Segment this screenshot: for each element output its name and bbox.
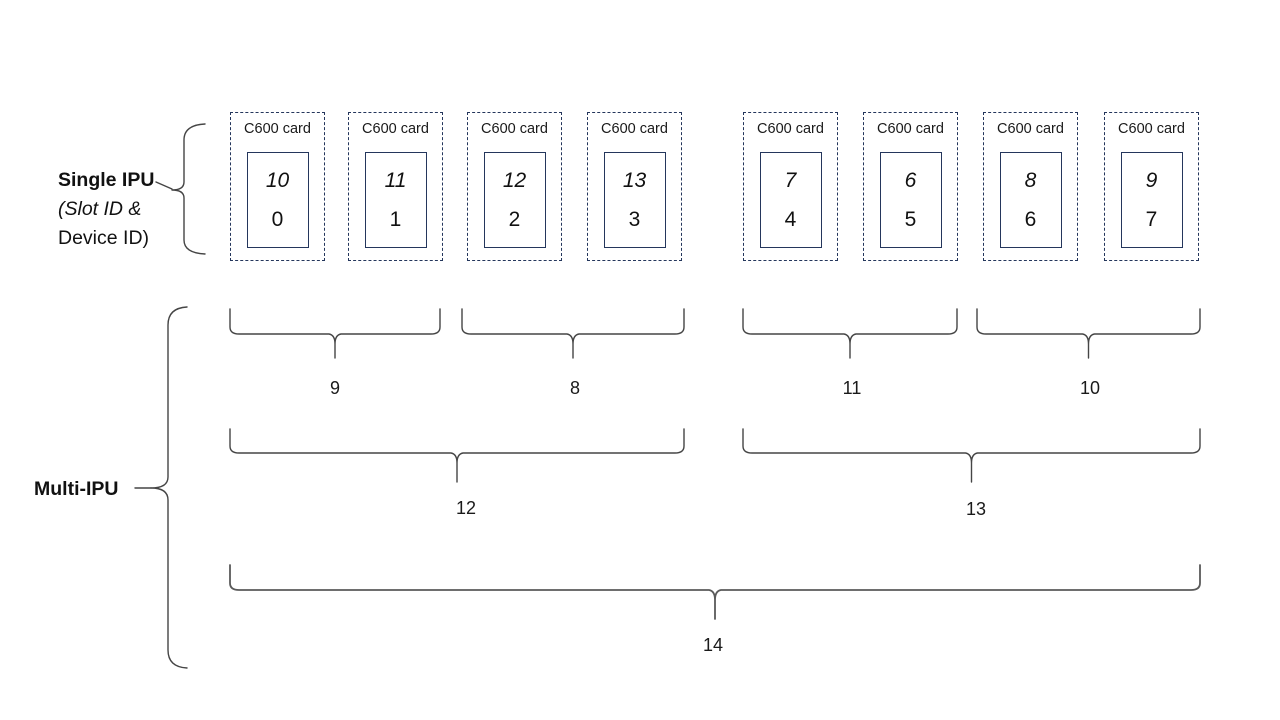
ipu-box: 13 3 — [603, 152, 666, 248]
slot-id: 11 — [384, 169, 407, 193]
c600-card-1: C600 card 10 0 — [230, 112, 325, 261]
brace-cards-5-8 — [742, 428, 1201, 483]
c600-card-7: C600 card 8 6 — [983, 112, 1078, 261]
multi-ipu-id-label-pair-4: 10 — [1079, 378, 1101, 398]
single-ipu-label-line1: Single IPU — [58, 169, 155, 191]
ipu-box: 8 6 — [999, 152, 1062, 248]
device-id: 5 — [904, 207, 917, 231]
multi-ipu-id-label-pair-2: 8 — [569, 378, 581, 398]
multi-ipu-id-label-quad-2: 13 — [965, 499, 987, 519]
device-id: 3 — [628, 207, 641, 231]
card-title: C600 card — [481, 121, 548, 137]
single-ipu-label-line2: (Slot ID & — [58, 198, 142, 220]
c600-card-4: C600 card 13 3 — [587, 112, 682, 261]
multi-ipu-id-label-quad-1: 12 — [455, 498, 477, 518]
multi-ipu-brace — [150, 306, 188, 669]
slot-id: 10 — [265, 169, 290, 193]
c600-card-3: C600 card 12 2 — [467, 112, 562, 261]
brace-cards-1-2 — [229, 308, 441, 359]
card-title: C600 card — [877, 121, 944, 137]
device-id: 0 — [271, 207, 284, 231]
ipu-box: 7 4 — [759, 152, 822, 248]
card-title: C600 card — [244, 121, 311, 137]
multi-ipu-label: Multi-IPU — [34, 478, 119, 500]
single-ipu-brace — [171, 123, 206, 255]
c600-card-2: C600 card 11 1 — [348, 112, 443, 261]
single-ipu-brace-connector — [155, 181, 173, 190]
slot-id: 12 — [502, 169, 527, 193]
device-id: 7 — [1145, 207, 1158, 231]
ipu-box: 11 1 — [364, 152, 427, 248]
device-id: 1 — [389, 207, 402, 231]
slot-id: 7 — [784, 169, 797, 193]
card-title: C600 card — [601, 121, 668, 137]
card-title: C600 card — [362, 121, 429, 137]
slot-id: 8 — [1024, 169, 1037, 193]
device-id: 4 — [784, 207, 797, 231]
multi-ipu-id-label-pair-1: 9 — [329, 378, 341, 398]
brace-cards-3-4 — [461, 308, 685, 359]
brace-cards-1-4 — [229, 428, 685, 483]
slot-id: 9 — [1145, 169, 1158, 193]
card-title: C600 card — [757, 121, 824, 137]
slot-id: 13 — [622, 169, 647, 193]
single-ipu-label: Single IPU (Slot ID & Device ID) — [58, 166, 154, 253]
ipu-box: 12 2 — [483, 152, 546, 248]
brace-cards-7-8 — [976, 308, 1201, 359]
single-ipu-label-line3: Device ID) — [58, 227, 150, 249]
ipu-box: 10 0 — [246, 152, 309, 248]
c600-card-6: C600 card 6 5 — [863, 112, 958, 261]
card-title: C600 card — [997, 121, 1064, 137]
c600-card-8: C600 card 9 7 — [1104, 112, 1199, 261]
multi-ipu-id-label-pair-3: 11 — [842, 378, 862, 398]
ipu-box: 9 7 — [1120, 152, 1183, 248]
device-id: 6 — [1024, 207, 1037, 231]
card-title: C600 card — [1118, 121, 1185, 137]
ipu-box: 6 5 — [879, 152, 942, 248]
c600-card-5: C600 card 7 4 — [743, 112, 838, 261]
device-id: 2 — [508, 207, 521, 231]
brace-cards-1-8 — [229, 564, 1201, 620]
slot-id: 6 — [904, 169, 917, 193]
multi-ipu-id-label-all: 14 — [702, 635, 724, 655]
brace-cards-5-6 — [742, 308, 958, 359]
